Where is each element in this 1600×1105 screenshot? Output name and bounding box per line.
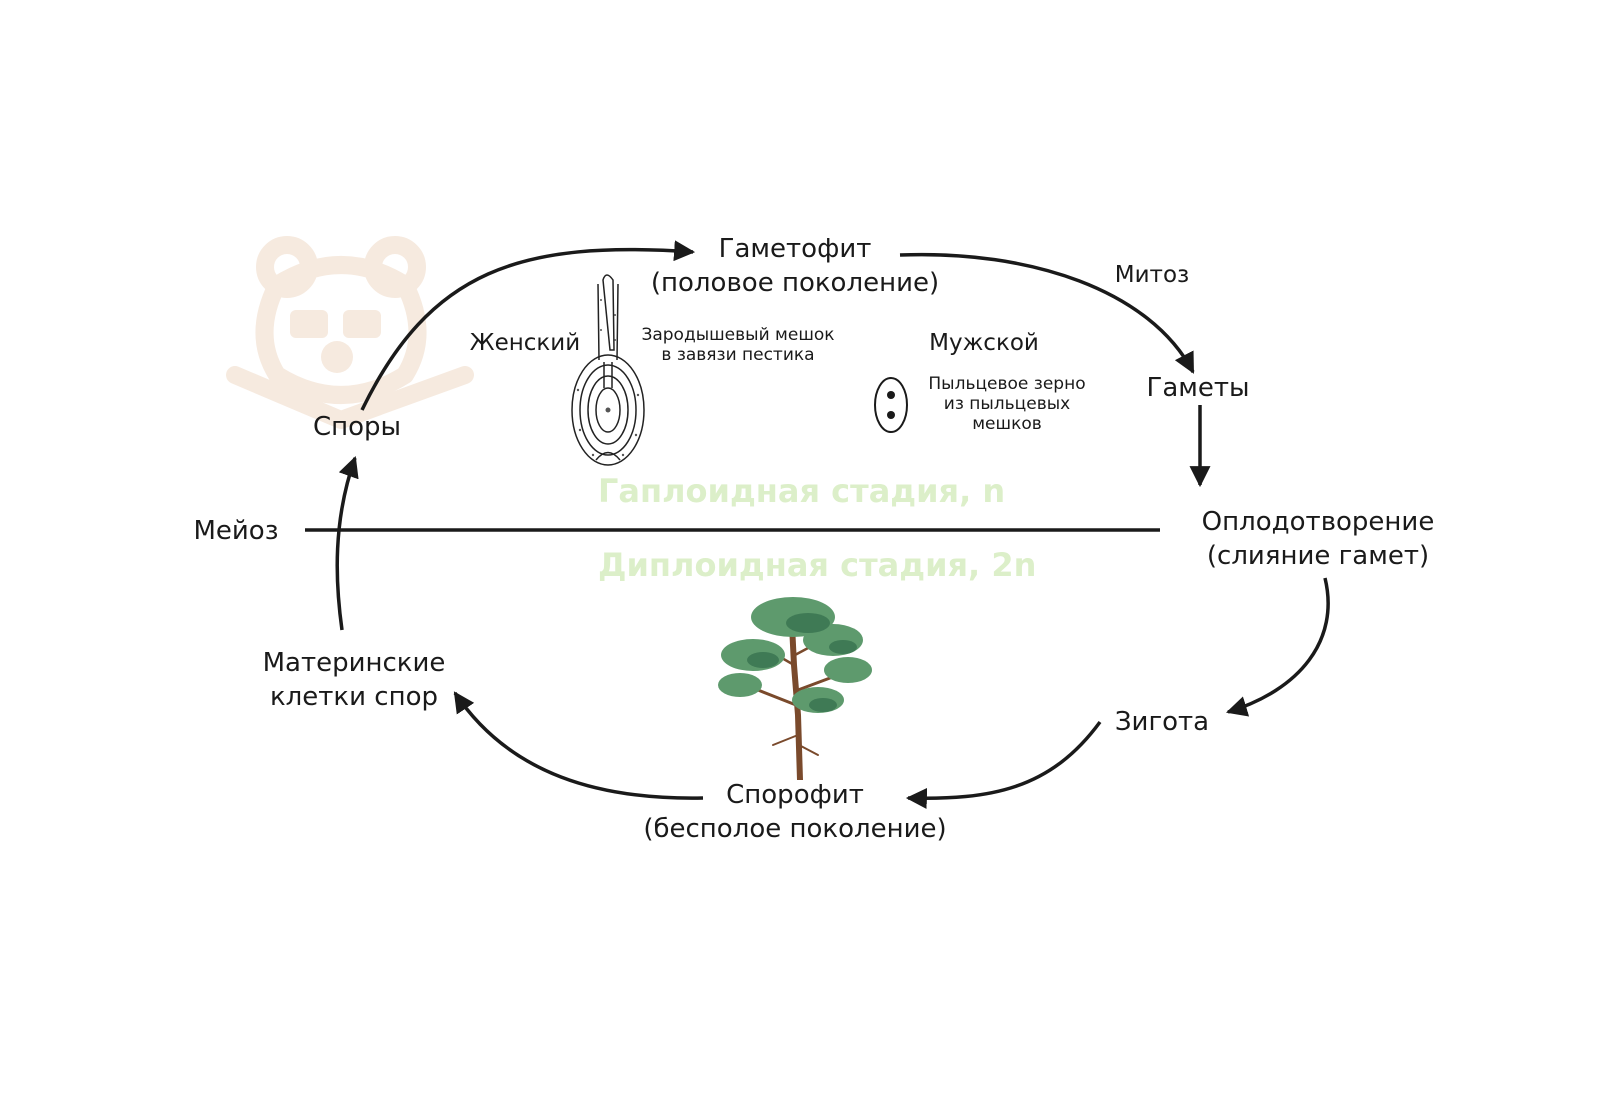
arrow-mother-cells-to-spores: [335, 456, 359, 631]
arrow-fertilization-to-zygote: [1225, 577, 1330, 717]
male-description-line2: из пыльцевых: [943, 394, 1071, 414]
mother-cells-line2: клетки спор: [269, 682, 439, 712]
pollen-grain-icon: [874, 377, 908, 433]
bear-watermark-icon: [226, 236, 474, 429]
diploid-stage-label: Диплоидная стадия, 2n: [598, 546, 1037, 584]
fertilization-title: Оплодотворение: [1201, 507, 1435, 537]
zygote-label: Зигота: [1114, 707, 1210, 737]
embryo-sac-icon: [571, 274, 645, 466]
arrow-gametophyte-to-gametes: [899, 252, 1195, 374]
fertilization-label: Оплодотворение (слияние гамет): [1202, 505, 1435, 573]
pine-tree-icon: [718, 597, 872, 780]
mother-cells-label: Материнские клетки спор: [263, 646, 446, 714]
arrow-sporophyte-to-mother-cells: [453, 691, 704, 800]
sporophyte-subtitle: (бесполое поколение): [643, 814, 947, 844]
gametophyte-subtitle: (половое поколение): [650, 268, 940, 298]
female-description: Зародышевый мешок в завязи пестика: [641, 325, 834, 365]
sporophyte-label: Спорофит (бесполое поколение): [643, 778, 946, 846]
mother-cells-line1: Материнские: [262, 648, 446, 678]
fertilization-subtitle: (слияние гамет): [1206, 541, 1430, 571]
female-label: Женский: [469, 330, 581, 356]
male-label: Мужской: [929, 330, 1039, 356]
meiosis-label: Мейоз: [193, 516, 279, 546]
male-description: Пыльцевое зерно из пыльцевых мешков: [928, 374, 1085, 434]
male-description-line3: мешков: [972, 414, 1042, 434]
spores-label: Споры: [312, 412, 402, 442]
female-description-line2: в завязи пестика: [661, 345, 815, 365]
gametophyte-title: Гаметофит: [718, 234, 872, 264]
arrow-zygote-to-sporophyte: [905, 720, 1102, 809]
haploid-stage-label: Гаплоидная стадия, n: [598, 472, 1006, 510]
gametes-label: Гаметы: [1146, 373, 1250, 403]
sporophyte-title: Спорофит: [726, 780, 864, 810]
gametophyte-label: Гаметофит (половое поколение): [651, 232, 939, 300]
mitosis-label: Митоз: [1114, 262, 1190, 288]
female-description-line1: Зародышевый мешок: [641, 325, 835, 345]
arrow-spores-to-gametophyte: [360, 240, 696, 411]
male-description-line1: Пыльцевое зерно: [928, 374, 1086, 394]
